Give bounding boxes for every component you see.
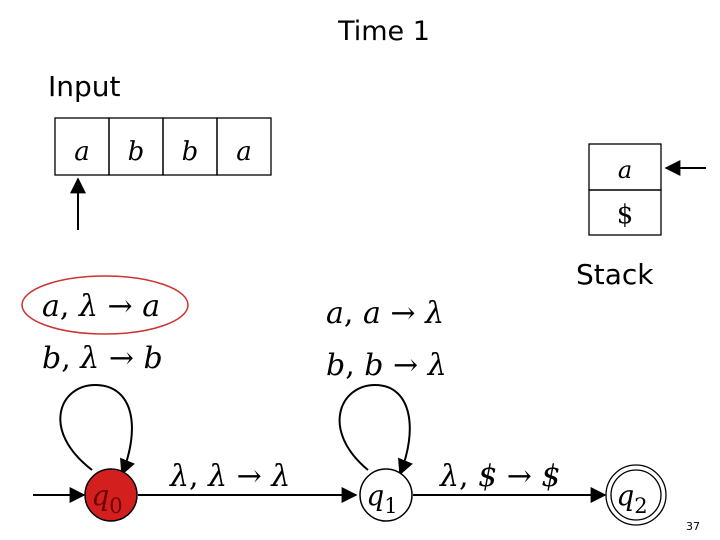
svg-text:q0: q0 xyxy=(91,479,122,518)
state-circle-q1 xyxy=(359,468,413,522)
transition-label-q1-b: b, b → λ xyxy=(326,348,447,383)
input-tape: a b b a xyxy=(54,117,272,176)
state-circle-q0 xyxy=(84,468,138,522)
highlight-ellipse xyxy=(21,275,189,335)
stack-symbol: a xyxy=(618,156,632,184)
tape-symbol: b xyxy=(128,137,145,167)
transition-label-q0-a: a, λ → a xyxy=(42,289,160,324)
transition-label-q0-q1: λ, λ → λ xyxy=(169,459,290,494)
tape-symbol: a xyxy=(236,137,252,167)
tape-symbol: a xyxy=(74,137,90,167)
state-q0: q0 xyxy=(84,468,138,522)
transition-label-q1-a: a, a → λ xyxy=(326,296,444,331)
transition-label-q1-q2: λ, $ → $ xyxy=(439,459,561,494)
state-circle-q2-inner xyxy=(610,469,662,521)
state-q1: q1 xyxy=(359,468,413,522)
svg-text:q1: q1 xyxy=(366,479,397,518)
tape-symbol: b xyxy=(182,137,199,167)
tape-cell-3 xyxy=(216,117,272,176)
svg-text:q2: q2 xyxy=(616,479,647,518)
page-number: 37 xyxy=(686,520,700,533)
state-circle-q2-outer xyxy=(605,464,667,526)
stack-symbol: $ xyxy=(617,200,634,230)
stack: a $ xyxy=(588,143,662,236)
state-q2: q2 xyxy=(605,464,667,526)
stack-label: Stack xyxy=(576,258,654,291)
stack-cell-bottom xyxy=(588,189,662,236)
loop-arrow-q0 xyxy=(59,383,135,476)
input-label: Input xyxy=(48,70,121,103)
loop-arrow-q1 xyxy=(338,383,413,476)
transition-label-q0-b: b, λ → b xyxy=(42,341,163,376)
slide-title: Time 1 xyxy=(338,16,430,47)
